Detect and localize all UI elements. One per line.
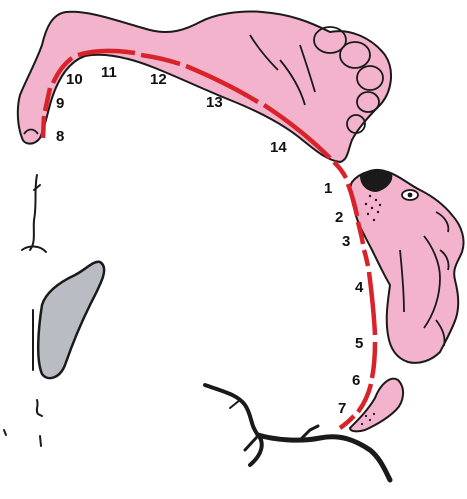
- midline-mark-2: [40, 436, 41, 446]
- label-9: 9: [56, 95, 64, 112]
- path-segment-14: [334, 162, 346, 178]
- label-2: 2: [335, 209, 343, 226]
- path-segment-4: [369, 272, 375, 335]
- pupil: [408, 193, 413, 198]
- sylvian-twig-1: [230, 400, 240, 408]
- path-segment-8: [43, 116, 44, 138]
- path-segment-3: [364, 250, 368, 266]
- midline-fissure-base: [22, 246, 46, 252]
- label-4: 4: [355, 279, 364, 296]
- sylvian-branch-main: [205, 385, 262, 465]
- label-6: 6: [352, 372, 360, 389]
- label-7: 7: [338, 400, 346, 417]
- label-14: 14: [270, 139, 287, 156]
- label-12: 12: [150, 71, 167, 88]
- label-5: 5: [355, 335, 363, 352]
- label-11: 11: [101, 64, 117, 81]
- label-13: 13: [206, 94, 223, 111]
- path-segment-5: [372, 342, 375, 378]
- lateral-ventricle: [38, 262, 104, 378]
- edge-mark: [4, 430, 6, 435]
- sylvian-branch-right: [258, 435, 390, 480]
- label-3: 3: [342, 233, 350, 250]
- label-1: 1: [324, 180, 332, 197]
- label-8: 8: [56, 128, 64, 145]
- label-10: 10: [66, 71, 83, 88]
- midline-mark-1: [37, 400, 42, 416]
- midline-fissure-line: [30, 175, 37, 250]
- sylvian-twig-3: [245, 438, 256, 450]
